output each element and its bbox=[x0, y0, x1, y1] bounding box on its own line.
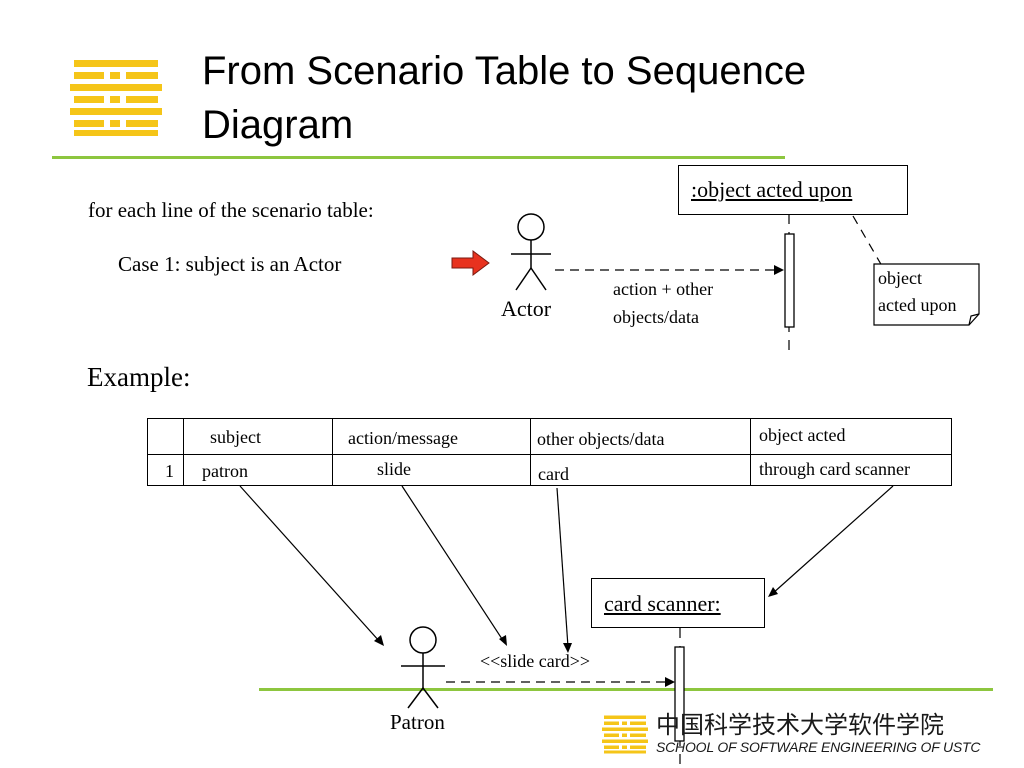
table-cell-other: card bbox=[538, 464, 569, 484]
table-header-subject: subject bbox=[210, 427, 261, 447]
top-activation-bar bbox=[784, 233, 795, 328]
top-message-text-1: action + other bbox=[613, 279, 714, 299]
table-row-number: 1 bbox=[165, 461, 174, 481]
red-arrow-icon bbox=[451, 250, 490, 276]
scenario-table: subject action/message other objects/dat… bbox=[147, 418, 952, 486]
top-message-text-2: objects/data bbox=[613, 307, 699, 327]
footer-english-name: SCHOOL OF SOFTWARE ENGINEERING OF USTC bbox=[656, 739, 981, 755]
top-object-box: :object acted upon bbox=[678, 165, 908, 215]
note-shape bbox=[873, 263, 980, 326]
table-header-action: action/message bbox=[348, 428, 458, 448]
bottom-object-box: card scanner: bbox=[591, 578, 765, 628]
footer-chinese-name: 中国科学技术大学软件学院 bbox=[656, 711, 944, 739]
table-header-object: object acted bbox=[759, 425, 846, 445]
bottom-message-label: <<slide card>> bbox=[480, 651, 591, 671]
bottom-actor-label: Patron bbox=[390, 710, 445, 734]
table-cell-action: slide bbox=[377, 459, 411, 479]
note-text-2: acted upon bbox=[878, 295, 957, 315]
school-logo bbox=[70, 60, 162, 136]
patron-figure-icon bbox=[401, 626, 445, 709]
actor-figure-icon bbox=[511, 213, 551, 291]
case-text: Case 1: subject is an Actor bbox=[118, 252, 342, 276]
footer-divider bbox=[259, 688, 993, 691]
top-object-label: :object acted upon bbox=[691, 177, 853, 202]
slide-title: From Scenario Table to Sequence Diagram bbox=[202, 49, 807, 147]
table-cell-object: through card scanner bbox=[759, 459, 910, 479]
top-actor-label: Actor bbox=[501, 296, 552, 321]
footer-logo bbox=[602, 715, 648, 754]
note-text-1: object bbox=[878, 268, 922, 288]
table-cell-subject: patron bbox=[202, 461, 248, 481]
table-header-other: other objects/data bbox=[537, 429, 665, 449]
example-label: Example: bbox=[87, 362, 191, 392]
bottom-object-label: card scanner: bbox=[604, 591, 721, 616]
bottom-activation-bar bbox=[674, 646, 685, 742]
intro-text: for each line of the scenario table: bbox=[88, 198, 374, 222]
title-divider bbox=[52, 156, 785, 159]
